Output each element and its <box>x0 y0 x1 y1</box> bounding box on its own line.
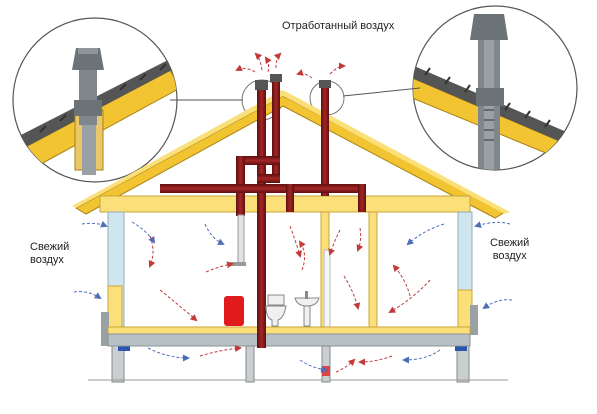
left-detail-callout <box>12 17 178 183</box>
airflow-arrows <box>73 52 513 373</box>
fresh-air-left-label: Свежий воздух <box>30 241 69 267</box>
ceiling-beam <box>99 195 471 213</box>
right-wall <box>455 211 478 383</box>
roof <box>72 90 510 219</box>
fresh-air-left-line1: Свежий <box>30 241 70 253</box>
radiator-icon <box>224 296 244 326</box>
roof-vent-cap-icon <box>255 80 268 90</box>
toilet-icon <box>265 294 287 327</box>
fresh-air-right-label: Свежий воздух <box>490 237 529 263</box>
floor <box>88 326 508 383</box>
fresh-air-left-line2: воздух <box>30 254 64 266</box>
exhaust-ducts <box>160 74 366 348</box>
exhaust-air-label: Отработанный воздух <box>282 20 395 32</box>
roof-vent-cap-icon <box>470 14 508 40</box>
fresh-air-right-line1: Свежий <box>490 237 530 249</box>
left-wall <box>101 211 130 383</box>
sink-icon <box>294 291 320 327</box>
right-detail-callout <box>412 5 578 171</box>
fresh-air-right-line2: воздух <box>492 250 527 262</box>
